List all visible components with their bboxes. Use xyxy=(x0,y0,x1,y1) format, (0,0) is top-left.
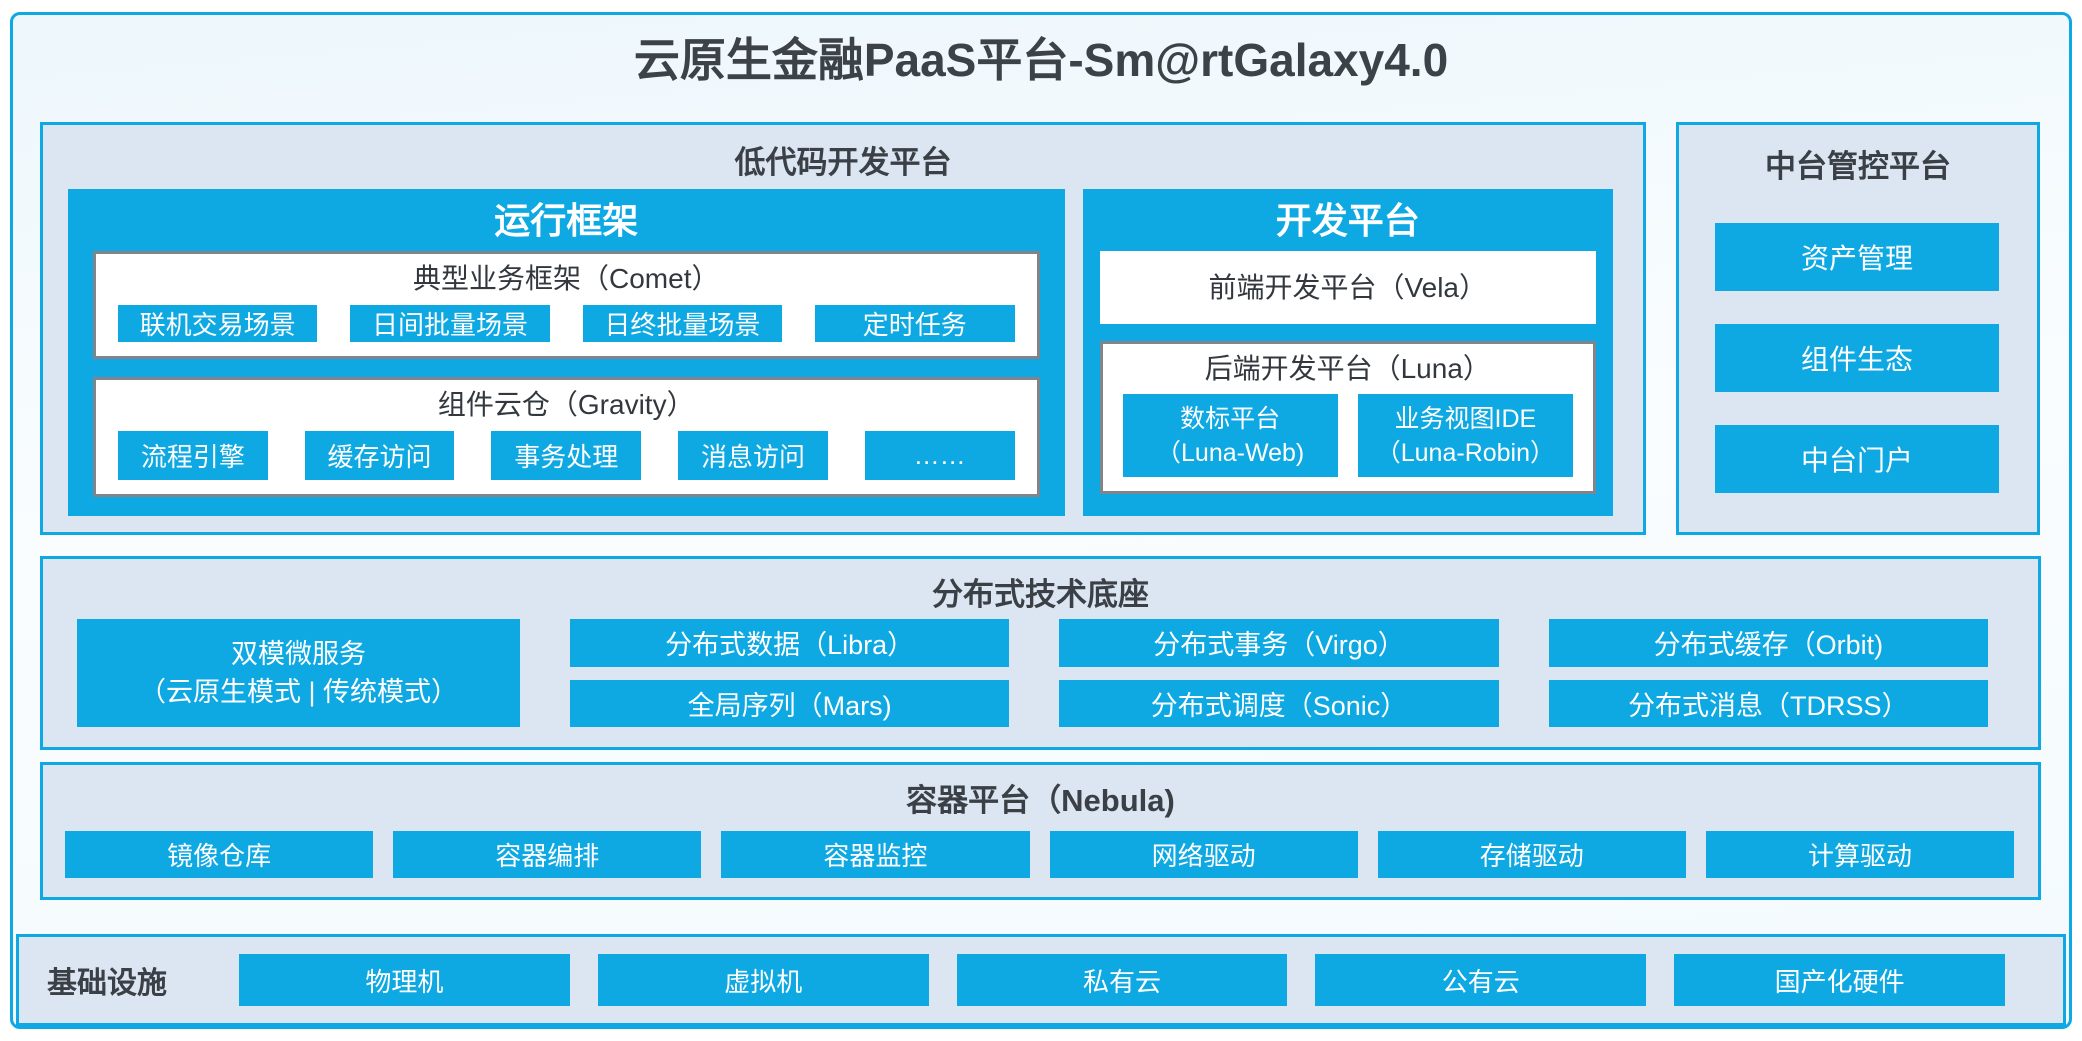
block-online-trading-scenario: 联机交易场景 xyxy=(118,305,318,342)
page-title: 云原生金融PaaS平台-Sm@rtGalaxy4.0 xyxy=(633,34,1449,86)
block-cache-access: 缓存访问 xyxy=(304,431,455,480)
distributed-grid: 双模微服务 （云原生模式 | 传统模式） 分布式数据（Libra） 分布式事务（… xyxy=(77,619,1988,727)
luna-web-line1: 数标平台 xyxy=(1180,404,1281,433)
gravity-items-row: 流程引擎 缓存访问 事务处理 消息访问 …… xyxy=(118,431,1015,480)
vela-frontend-platform-box: 前端开发平台（Vela） xyxy=(1099,251,1596,324)
block-public-cloud: 公有云 xyxy=(1315,954,1647,1006)
block-storage-driver: 存储驱动 xyxy=(1377,831,1686,878)
block-image-registry: 镜像仓库 xyxy=(65,831,374,878)
dev-platform-panel: 开发平台 前端开发平台（Vela） 后端开发平台（Luna） 数标平台 （Lun… xyxy=(1082,189,1613,516)
section-container-platform: 容器平台（Nebula) 镜像仓库 容器编排 容器监控 网络驱动 存储驱动 计算… xyxy=(40,762,2041,900)
block-physical-machine: 物理机 xyxy=(239,954,570,1006)
vela-box-title: 前端开发平台（Vela） xyxy=(1208,271,1488,303)
block-global-sequence-mars: 全局序列（Mars) xyxy=(570,679,1010,727)
block-scheduled-tasks: 定时任务 xyxy=(815,305,1015,342)
lowcode-platform-header: 低代码开发平台 xyxy=(734,145,952,180)
block-eod-batch-scenario: 日终批量场景 xyxy=(582,305,783,342)
section-infrastructure: 基础设施 物理机 虚拟机 私有云 公有云 国产化硬件 xyxy=(16,934,2066,1026)
luna-box-title: 后端开发平台（Luna） xyxy=(1204,353,1491,384)
runtime-framework-header: 运行框架 xyxy=(494,200,639,241)
dual-mode-line2: （云原生模式 | 传统模式） xyxy=(138,677,459,707)
block-private-cloud: 私有云 xyxy=(956,954,1288,1006)
luna-web-line2: （Luna-Web) xyxy=(1156,438,1305,467)
block-distributed-transaction-virgo: 分布式事务（Virgo） xyxy=(1059,619,1499,667)
luna-robin-line2: （Luna-Robin） xyxy=(1375,438,1556,467)
middle-platform-header: 中台管控平台 xyxy=(1765,149,1951,184)
block-transaction-processing: 事务处理 xyxy=(491,431,642,480)
dual-mode-line1: 双模微服务 xyxy=(231,639,366,669)
block-daytime-batch-scenario: 日间批量场景 xyxy=(350,305,550,342)
luna-backend-platform-box: 后端开发平台（Luna） 数标平台 （Luna-Web) 业务视图IDE （Lu… xyxy=(1099,341,1596,494)
gravity-component-warehouse-box: 组件云仓（Gravity） 流程引擎 缓存访问 事务处理 消息访问 …… xyxy=(93,377,1040,497)
block-distributed-message-tdrss: 分布式消息（TDRSS） xyxy=(1548,679,1988,727)
container-items-row: 镜像仓库 容器编排 容器监控 网络驱动 存储驱动 计算驱动 xyxy=(65,831,2015,878)
section-lowcode-platform: 低代码开发平台 运行框架 典型业务框架（Comet） 联机交易场景 日间批量场景… xyxy=(40,122,1646,535)
luna-items-row: 数标平台 （Luna-Web) 业务视图IDE （Luna-Robin） xyxy=(1122,394,1574,477)
luna-robin-line1: 业务视图IDE xyxy=(1394,404,1537,433)
block-compute-driver: 计算驱动 xyxy=(1705,831,2015,878)
block-network-driver: 网络驱动 xyxy=(1049,831,1358,878)
comet-business-framework-box: 典型业务框架（Comet） 联机交易场景 日间批量场景 日终批量场景 定时任务 xyxy=(93,251,1040,359)
comet-items-row: 联机交易场景 日间批量场景 日终批量场景 定时任务 xyxy=(118,305,1015,342)
block-distributed-cache-orbit: 分布式缓存（Orbit) xyxy=(1548,619,1988,667)
block-luna-robin-ide: 业务视图IDE （Luna-Robin） xyxy=(1357,394,1574,477)
block-message-access: 消息访问 xyxy=(678,431,828,480)
block-component-ecosystem: 组件生态 xyxy=(1715,324,1999,392)
block-container-orchestration: 容器编排 xyxy=(393,831,702,878)
dev-platform-header: 开发平台 xyxy=(1275,200,1420,241)
comet-box-title: 典型业务框架（Comet） xyxy=(413,263,720,294)
block-middle-platform-portal: 中台门户 xyxy=(1715,425,1999,493)
block-ellipsis-more: …… xyxy=(864,431,1015,480)
block-distributed-data-libra: 分布式数据（Libra） xyxy=(570,619,1010,667)
block-luna-web-platform: 数标平台 （Luna-Web) xyxy=(1122,394,1338,477)
lowcode-body: 运行框架 典型业务框架（Comet） 联机交易场景 日间批量场景 日终批量场景 … xyxy=(68,189,1613,516)
container-platform-header: 容器平台（Nebula) xyxy=(906,783,1175,818)
infrastructure-label: 基础设施 xyxy=(47,967,167,1000)
block-process-engine: 流程引擎 xyxy=(118,431,268,480)
runtime-framework-panel: 运行框架 典型业务框架（Comet） 联机交易场景 日间批量场景 日终批量场景 … xyxy=(68,189,1065,516)
section-distributed-tech-base: 分布式技术底座 双模微服务 （云原生模式 | 传统模式） 分布式数据（Libra… xyxy=(40,556,2041,750)
section-middle-platform-control: 中台管控平台 资产管理 组件生态 中台门户 xyxy=(1676,122,2040,535)
gravity-box-title: 组件云仓（Gravity） xyxy=(437,389,695,420)
block-distributed-scheduling-sonic: 分布式调度（Sonic） xyxy=(1059,679,1499,727)
block-container-monitoring: 容器监控 xyxy=(721,831,1030,878)
distributed-base-header: 分布式技术底座 xyxy=(932,577,1149,612)
block-virtual-machine: 虚拟机 xyxy=(597,954,929,1006)
block-asset-management: 资产管理 xyxy=(1715,223,1999,291)
middle-platform-items: 资产管理 组件生态 中台门户 xyxy=(1715,223,1999,493)
block-dual-mode-microservices: 双模微服务 （云原生模式 | 传统模式） xyxy=(77,619,520,727)
block-domestic-hardware: 国产化硬件 xyxy=(1674,954,2005,1006)
